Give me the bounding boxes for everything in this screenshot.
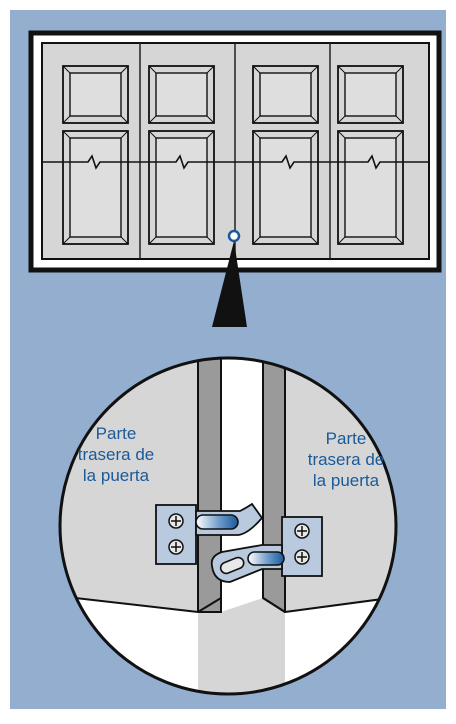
callout-pointer bbox=[212, 241, 247, 327]
panel-bevel-line bbox=[148, 115, 157, 124]
door-panel-inset bbox=[344, 72, 397, 117]
door-panel-inset bbox=[69, 72, 122, 117]
left-strut-bottom bbox=[197, 597, 222, 613]
panel-bevel-line bbox=[395, 130, 404, 139]
label-line: Parte bbox=[95, 424, 137, 443]
door-panels bbox=[62, 65, 404, 245]
right-section-bottom-edge bbox=[284, 593, 396, 613]
door-panel-inset bbox=[259, 72, 312, 117]
panel-bevel-line bbox=[310, 130, 319, 139]
garage-door bbox=[28, 30, 442, 273]
panel-bevel-line bbox=[148, 236, 157, 245]
detail-circle-outline bbox=[58, 356, 398, 696]
panel-bevel-line bbox=[148, 130, 157, 139]
label-line: Parte bbox=[325, 429, 367, 448]
panel-bevel-line bbox=[148, 65, 157, 74]
panel-bevel-line bbox=[252, 130, 261, 139]
detail-marker bbox=[227, 229, 241, 243]
panel-bevel-line bbox=[310, 65, 319, 74]
label-line: trasera de bbox=[77, 445, 155, 464]
door-panel-inset bbox=[155, 137, 208, 238]
hinge-slot bbox=[247, 551, 285, 566]
left-hinge-leaf bbox=[155, 504, 197, 565]
label-line: la puerta bbox=[82, 466, 150, 485]
hinge-arm-upper bbox=[195, 502, 264, 536]
panel-bevel-line bbox=[337, 115, 346, 124]
panel-bevel-line bbox=[252, 65, 261, 74]
panel-bevel-line bbox=[395, 115, 404, 124]
door-panel-inset bbox=[344, 137, 397, 238]
label-line: trasera de bbox=[307, 450, 385, 469]
door-panel-inset bbox=[155, 72, 208, 117]
panel-bevel-line bbox=[62, 115, 71, 124]
right-strut-bottom bbox=[262, 597, 286, 613]
panel-bevel-line bbox=[395, 65, 404, 74]
panel-bevel-line bbox=[337, 130, 346, 139]
screw-icon bbox=[168, 513, 184, 529]
panel-bevel-line bbox=[206, 115, 215, 124]
panel-bevel-line bbox=[252, 115, 261, 124]
panel-bevel-line bbox=[62, 236, 71, 245]
panel-bevel-line bbox=[252, 236, 261, 245]
horizontal-strut-with-breaks bbox=[42, 154, 429, 170]
panel-bevel-line bbox=[337, 236, 346, 245]
panel-bevel-line bbox=[120, 115, 129, 124]
screw-icon bbox=[168, 539, 184, 555]
screw-icon bbox=[294, 549, 310, 565]
panel-bevel-line bbox=[120, 236, 129, 245]
panel-bevel-line bbox=[206, 130, 215, 139]
panel-bevel-line bbox=[120, 65, 129, 74]
right-back-of-door-label: Parte trasera de la puerta bbox=[286, 428, 406, 491]
hinge-arm-lower bbox=[210, 544, 285, 583]
gap-between-sections bbox=[221, 358, 263, 612]
panel-bevel-line bbox=[206, 236, 215, 245]
door-panel-inset bbox=[259, 137, 312, 238]
panel-bevel-line bbox=[337, 65, 346, 74]
label-line: la puerta bbox=[312, 471, 380, 490]
panel-bevel-line bbox=[62, 65, 71, 74]
right-hinge-leaf bbox=[281, 516, 323, 577]
panel-bevel-line bbox=[310, 115, 319, 124]
panel-bevel-line bbox=[120, 130, 129, 139]
door-panel-inset bbox=[69, 137, 122, 238]
hinge-slot bbox=[219, 556, 245, 575]
panel-bevel-line bbox=[395, 236, 404, 245]
panel-bevel-line bbox=[206, 65, 215, 74]
left-back-of-door-label: Parte trasera de la puerta bbox=[56, 423, 176, 486]
screw-icon bbox=[294, 523, 310, 539]
panel-bevel-line bbox=[310, 236, 319, 245]
panel-bevel-line bbox=[62, 130, 71, 139]
hinge-slot bbox=[195, 514, 239, 530]
